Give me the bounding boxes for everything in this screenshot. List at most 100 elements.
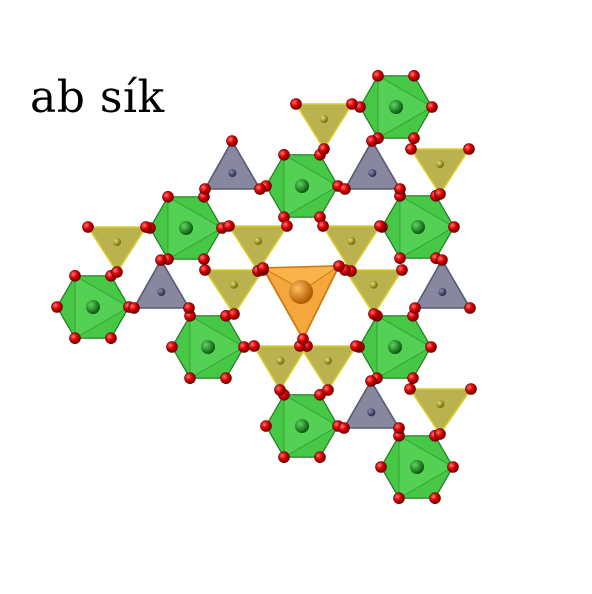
octahedral-cation bbox=[411, 220, 425, 234]
octahedral-cation bbox=[295, 419, 309, 433]
octahedral-cation bbox=[388, 340, 402, 354]
plane-label: ab sík bbox=[30, 72, 165, 123]
octahedral-cation bbox=[86, 300, 100, 314]
octahedron-facet bbox=[376, 315, 432, 379]
oxygen-atom bbox=[350, 340, 362, 352]
orange-tetrahedron bbox=[261, 265, 341, 341]
tetrahedron-face bbox=[227, 225, 289, 273]
oxygen-atom bbox=[199, 183, 211, 195]
yellow-tetrahedron bbox=[203, 269, 265, 316]
oxygen-atom bbox=[394, 252, 406, 264]
tetrahedron-face bbox=[343, 139, 402, 190]
oxygen-atom bbox=[111, 266, 123, 278]
oxygen-atom bbox=[333, 260, 345, 272]
oxygen-atom bbox=[220, 372, 232, 384]
oxygen-atom bbox=[436, 254, 448, 266]
oxygen-atom bbox=[372, 70, 384, 82]
oxygen-atom bbox=[166, 341, 178, 353]
tetrahedron-face bbox=[294, 103, 354, 151]
tetrahedron-face bbox=[132, 258, 191, 309]
octahedron bbox=[265, 394, 339, 458]
octahedral-cation bbox=[389, 100, 403, 114]
oxygen-atom bbox=[314, 451, 326, 463]
oxygen-atom bbox=[278, 149, 290, 161]
yellow-tetrahedron bbox=[409, 148, 471, 196]
tetrahedron-face bbox=[343, 269, 404, 316]
oxygen-atom bbox=[155, 254, 167, 266]
octahedron bbox=[380, 435, 454, 499]
oxygen-atom bbox=[447, 461, 459, 473]
oxygen-atom bbox=[365, 375, 377, 387]
tetrahedral-cation bbox=[436, 160, 444, 168]
tetrahedral-cation bbox=[369, 280, 378, 289]
tetrahedral-cation bbox=[228, 169, 237, 177]
oxygen-atom bbox=[128, 302, 140, 314]
oxygen-atom bbox=[274, 384, 286, 396]
oxygen-atom bbox=[374, 220, 386, 232]
oxygen-atom bbox=[317, 220, 329, 232]
central-cation bbox=[289, 280, 313, 304]
oxygen-atom bbox=[396, 264, 408, 276]
octahedral-cation bbox=[410, 460, 424, 474]
tetrahedral-cation bbox=[230, 280, 238, 289]
octahedron-facet bbox=[377, 75, 433, 139]
tetrahedron-facet bbox=[261, 265, 341, 291]
octahedron-facet bbox=[189, 315, 245, 379]
oxygen-atoms-layer bbox=[51, 70, 477, 504]
oxygen-atom bbox=[226, 135, 238, 147]
gray-tetrahedron bbox=[132, 258, 191, 309]
tetrahedral-cation bbox=[347, 237, 356, 245]
oxygen-atom bbox=[426, 101, 438, 113]
oxygen-atom bbox=[394, 183, 406, 195]
oxygen-atom bbox=[198, 253, 210, 265]
oxygen-atom bbox=[408, 70, 420, 82]
yellow-tetrahedron bbox=[252, 345, 309, 392]
yellow-tetrahedron bbox=[294, 103, 354, 151]
oxygen-atom bbox=[465, 383, 477, 395]
oxygen-atom bbox=[140, 221, 152, 233]
oxygen-atom bbox=[228, 308, 240, 320]
oxygen-atom bbox=[223, 220, 235, 232]
tetrahedron-face bbox=[342, 379, 401, 429]
oxygen-atom bbox=[82, 221, 94, 233]
oxygen-atom bbox=[318, 143, 330, 155]
tetrahedral-cation bbox=[254, 237, 262, 245]
tetrahedral-cation bbox=[324, 356, 332, 365]
tetrahedral-cation bbox=[368, 169, 377, 177]
octahedron bbox=[359, 75, 433, 139]
tetrahedron-face bbox=[298, 345, 358, 392]
yellow-tetrahedron bbox=[321, 225, 382, 273]
octahedron-facet bbox=[74, 275, 130, 339]
oxygen-atom bbox=[290, 98, 302, 110]
oxygen-atom bbox=[238, 341, 250, 353]
octahedron-facet bbox=[399, 195, 455, 259]
oxygen-atom bbox=[281, 220, 293, 232]
oxygen-atom bbox=[408, 132, 420, 144]
oxygen-atom bbox=[338, 422, 350, 434]
oxygen-atom bbox=[464, 302, 476, 314]
octahedron-facet bbox=[167, 196, 223, 260]
tetrahedral-cation bbox=[113, 238, 121, 246]
tetrahedron-face bbox=[86, 226, 148, 274]
octahedron bbox=[381, 195, 455, 259]
octahedral-cation bbox=[295, 179, 309, 193]
oxygen-atom bbox=[199, 264, 211, 276]
central-tetrahedron-layer bbox=[261, 265, 341, 341]
tetrahedron-face bbox=[203, 269, 265, 316]
octahedron bbox=[171, 315, 245, 379]
octahedral-cation bbox=[179, 221, 193, 235]
oxygen-atom bbox=[368, 308, 380, 320]
tetrahedron-face bbox=[409, 148, 471, 196]
oxygen-atom bbox=[346, 98, 358, 110]
oxygen-atom bbox=[183, 302, 195, 314]
oxygen-atom bbox=[278, 451, 290, 463]
tetrahedral-cation bbox=[367, 408, 376, 417]
oxygen-atom bbox=[339, 183, 351, 195]
oxygen-atom bbox=[322, 384, 334, 396]
oxygen-atom bbox=[260, 420, 272, 432]
tetrahedral-cation bbox=[320, 115, 328, 123]
oxygen-atom bbox=[425, 341, 437, 353]
octahedron bbox=[358, 315, 432, 379]
octahedron bbox=[265, 154, 339, 218]
